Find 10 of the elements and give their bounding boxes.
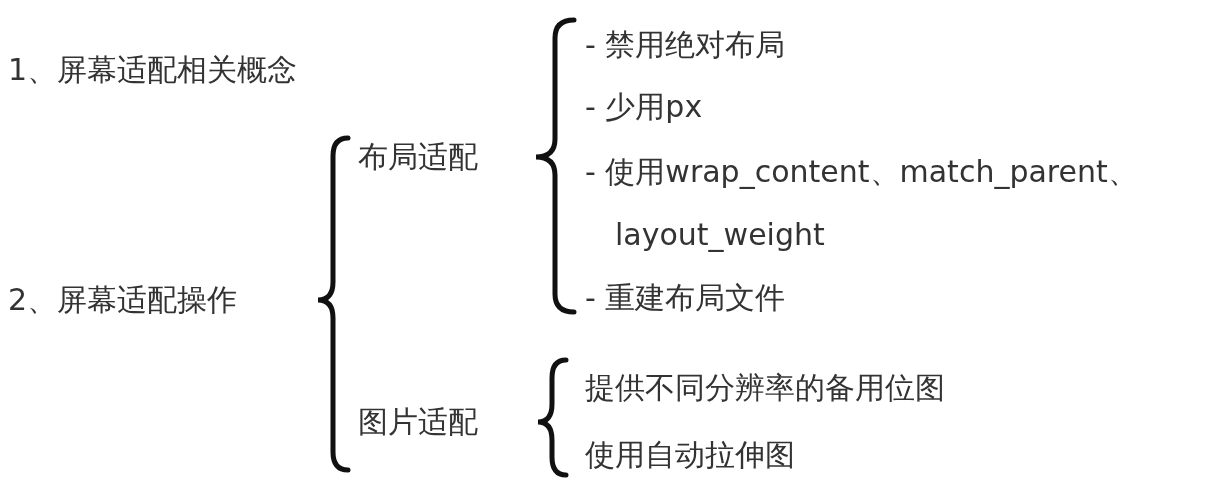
label-text: - 少用px [585,88,703,126]
label-text: - 使用wrap_content、match_parent、layout_weight [585,153,1139,254]
label-text: 提供不同分辨率的备用位图 [585,369,945,407]
label-text: - 重建布局文件 [585,279,786,317]
label-text: 1、屏幕适配相关概念 [8,51,298,89]
label-text: - 禁用绝对布局 [585,26,786,64]
label-text: 图片适配 [358,403,478,441]
label-text: 布局适配 [358,138,478,176]
label-text: 使用自动拉伸图 [585,436,795,474]
label-text: 2、屏幕适配操作 [8,281,238,319]
